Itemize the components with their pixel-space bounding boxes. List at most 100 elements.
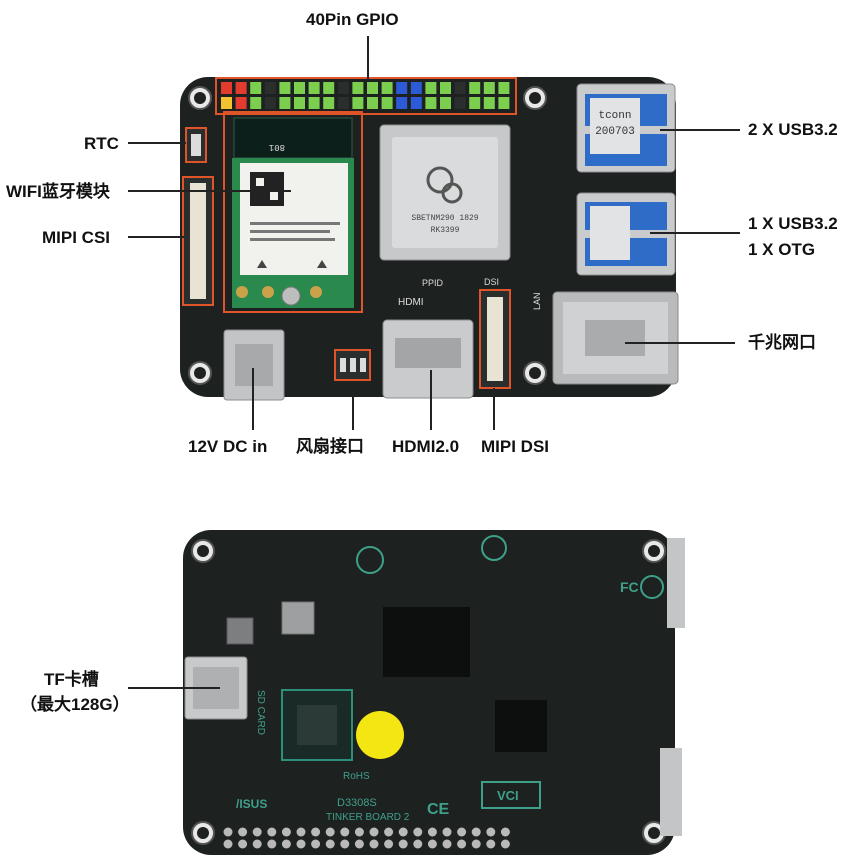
soc-marking-2: RK3399 <box>431 226 460 235</box>
wifi-label-line <box>250 238 335 241</box>
chip-pmic <box>495 700 547 752</box>
inductor <box>281 601 315 635</box>
gpio-solder-pad <box>442 839 452 849</box>
vci-logo: VCI <box>497 788 519 803</box>
top-board: 801 SBETNM290 1829 RK3399 tconn 200703 <box>180 77 679 401</box>
gpio-pin <box>440 97 451 109</box>
usb-brand-text: tconn <box>598 110 631 122</box>
wifi-antenna-pad <box>262 286 274 298</box>
leader-usb32-dual <box>660 129 740 131</box>
mount-hole-inner <box>197 545 209 557</box>
gpio-solder-pad <box>486 839 496 849</box>
gpio-pin <box>235 97 247 109</box>
gpio-solder-pad <box>442 827 452 837</box>
label-mipi-dsi: MIPI DSI <box>481 437 550 456</box>
lan-silk: LAN <box>532 292 542 310</box>
label-usb32-single: 1 X USB3.2 <box>748 214 838 233</box>
ppid-silk: PPID <box>422 278 444 288</box>
bottom-lan-edge <box>660 748 682 836</box>
gpio-pin <box>294 97 305 109</box>
gpio-pin <box>469 82 481 94</box>
gpio-solder-pad <box>325 839 335 849</box>
gpio-pin <box>425 97 437 109</box>
wifi-antenna-pad <box>236 286 248 298</box>
label-usb32-dual: 2 X USB3.2 <box>748 120 838 139</box>
fan-pin <box>360 358 366 372</box>
bottom-usb-edge <box>667 538 685 628</box>
gpio-pin <box>396 82 408 94</box>
leader-usb32-single <box>650 232 740 234</box>
gpio-pin <box>396 97 408 109</box>
gpio-solder-pad <box>486 827 496 837</box>
gpio-pin <box>264 82 276 94</box>
mipi-dsi-slot <box>487 297 503 381</box>
gpio-solder-pad <box>369 839 379 849</box>
gpio-highlight-box <box>215 77 517 115</box>
gpio-solder-pad <box>500 839 510 849</box>
gpio-pin <box>483 97 495 109</box>
gpio-solder-pad <box>340 827 350 837</box>
label-gpio: 40Pin GPIO <box>306 10 399 29</box>
gpio-solder-pad <box>457 839 467 849</box>
label-tf-slot: TF卡槽 <box>44 670 99 689</box>
yellow-dot <box>356 711 404 759</box>
gpio-pin <box>469 97 481 109</box>
hdmi-opening <box>395 338 461 368</box>
rtc-connector-pins <box>191 134 201 156</box>
soc-logo <box>426 166 454 194</box>
gpio-pin <box>221 82 232 94</box>
gpio-pin <box>498 97 510 109</box>
board-name-text: TINKER BOARD 2 <box>326 812 410 823</box>
gpio-pin <box>279 97 291 109</box>
mount-hole-inner <box>648 545 660 557</box>
fc-logo: FC <box>620 579 639 595</box>
leader-tf-slot <box>128 687 220 689</box>
arrow-logo <box>640 575 664 599</box>
gpio-pin <box>308 82 320 94</box>
rohs-text: RoHS <box>343 771 370 782</box>
board-id-text: D3308S <box>337 797 377 809</box>
gpio-solder-pad <box>471 839 481 849</box>
wifi-qr-code <box>250 172 284 206</box>
mipi-csi-slot <box>190 183 206 299</box>
label-mipi-csi: MIPI CSI <box>42 228 111 247</box>
gpio-solder-pad <box>311 839 321 849</box>
gpio-solder-pad <box>369 827 379 837</box>
recycle-logo <box>356 546 384 574</box>
wifi-antenna-pad <box>310 286 322 298</box>
gpio-pin <box>337 97 349 109</box>
wifi-m2-slot <box>233 117 353 159</box>
gpio-solder-pad <box>238 839 248 849</box>
gpio-solder-pad <box>384 827 394 837</box>
gpio-solder-pad <box>296 839 306 849</box>
gpio-solder-pad <box>267 827 277 837</box>
wifi-qr-detail <box>256 178 264 186</box>
gpio-pin <box>454 82 466 94</box>
label-lan: 千兆网口 <box>748 333 816 352</box>
wifi-antenna-mark <box>317 260 327 268</box>
gpio-solder-pad <box>427 839 437 849</box>
soc-marking-1: SBETNM290 1829 <box>411 214 478 223</box>
gpio-pin <box>381 97 393 109</box>
asus-logo: /ISUS <box>236 797 267 811</box>
gpio-solder-pad <box>252 839 262 849</box>
leader-lan <box>625 342 735 344</box>
gpio-solder-pad <box>457 827 467 837</box>
label-otg: 1 X OTG <box>748 240 816 259</box>
gpio-pin <box>352 82 364 94</box>
wifi-silk-code: 801 <box>269 142 285 152</box>
gpio-solder-pad <box>384 839 394 849</box>
gpio-solder-pad <box>252 827 262 837</box>
leader-rtc <box>128 142 186 144</box>
bottom-gpio-pads <box>223 827 510 849</box>
gpio-solder-pad <box>500 827 510 837</box>
mount-hole-inner <box>194 92 206 104</box>
gpio-header <box>221 82 510 109</box>
triangle-logo <box>481 535 507 561</box>
mount-hole-inner <box>648 827 660 839</box>
gpio-pin <box>440 82 451 94</box>
gpio-pin <box>250 97 262 109</box>
gpio-pin <box>279 82 291 94</box>
mount-hole-inner <box>194 367 206 379</box>
